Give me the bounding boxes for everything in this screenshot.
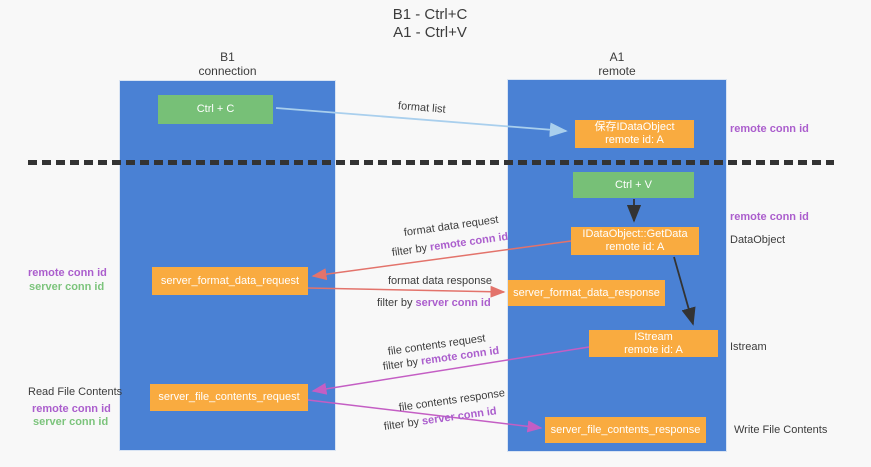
getdata-line2: remote id: A: [605, 241, 665, 253]
server-file-contents-response-box: server_file_contents_response: [545, 417, 706, 443]
lane-right-name: A1: [609, 50, 625, 64]
remote-conn-id-label-top: remote conn id: [730, 123, 809, 135]
title-line-1: B1 - Ctrl+C: [392, 6, 468, 23]
ctrl-v-box: Ctrl + V: [573, 172, 694, 198]
server-format-data-request-label: server_format_data_request: [160, 274, 300, 287]
filter-prefix: filter by: [383, 415, 423, 433]
page-title: B1 - Ctrl+C A1 - Ctrl+V: [330, 6, 530, 42]
left-remote-conn-id-label-bottom: remote conn id: [32, 403, 111, 415]
getdata-box: IDataObject::GetData remote id: A: [571, 227, 699, 255]
save-dataobject-box: 保存IDataObject remote id: A: [575, 120, 694, 148]
ctrl-c-box: Ctrl + C: [158, 95, 273, 124]
save-dataobject-line2: remote id: A: [605, 134, 664, 146]
filter-prefix: filter by: [391, 241, 431, 259]
istream-line2: remote id: A: [624, 343, 683, 356]
lane-header-left: B1 connection: [119, 50, 336, 78]
left-server-conn-id-label-top: server conn id: [29, 281, 105, 293]
left-remote-conn-id-label-top: remote conn id: [28, 267, 107, 279]
getdata-line1: IDataObject::GetData: [582, 228, 688, 240]
istream-side-label: Istream: [730, 341, 767, 353]
lane-header-right: A1 remote: [507, 50, 727, 78]
server-format-data-response-box: server_format_data_response: [508, 280, 665, 306]
istream-box: IStream remote id: A: [589, 330, 718, 357]
left-server-conn-id-label-bottom: server conn id: [33, 416, 109, 428]
filter-prefix: filter by: [377, 297, 416, 309]
lane-right-role: remote: [598, 64, 636, 78]
filter-by-server-conn-id-label-1: filter by server conn id: [377, 297, 491, 310]
istream-line1: IStream: [634, 330, 673, 343]
lane-left-name: B1: [220, 50, 235, 64]
separator-dashed-line: [28, 160, 834, 165]
ctrl-v-label: Ctrl + V: [615, 178, 652, 191]
server-format-data-request-box: server_format_data_request: [152, 267, 308, 295]
server-file-contents-response-label: server_file_contents_response: [550, 423, 701, 436]
dataobject-label: DataObject: [730, 234, 786, 246]
format-list-label: format list: [397, 100, 447, 116]
save-dataobject-line1: 保存IDataObject: [594, 121, 675, 133]
format-data-response-arrow: [307, 285, 506, 298]
format-data-response-label: format data response: [388, 275, 492, 287]
title-line-2: A1 - Ctrl+V: [393, 24, 467, 41]
ctrl-c-label: Ctrl + C: [196, 103, 235, 115]
server-file-contents-request-box: server_file_contents_request: [150, 384, 308, 411]
server-file-contents-request-label: server_file_contents_request: [158, 391, 300, 403]
read-file-contents-label: Read File Contents: [28, 386, 123, 398]
write-file-contents-label: Write File Contents: [734, 424, 828, 436]
remote-conn-id-label-mid: remote conn id: [730, 211, 809, 223]
lane-left-role: connection: [198, 64, 257, 78]
server-conn-id-highlight: server conn id: [415, 297, 491, 309]
server-format-data-response-label: server_format_data_response: [513, 286, 660, 299]
